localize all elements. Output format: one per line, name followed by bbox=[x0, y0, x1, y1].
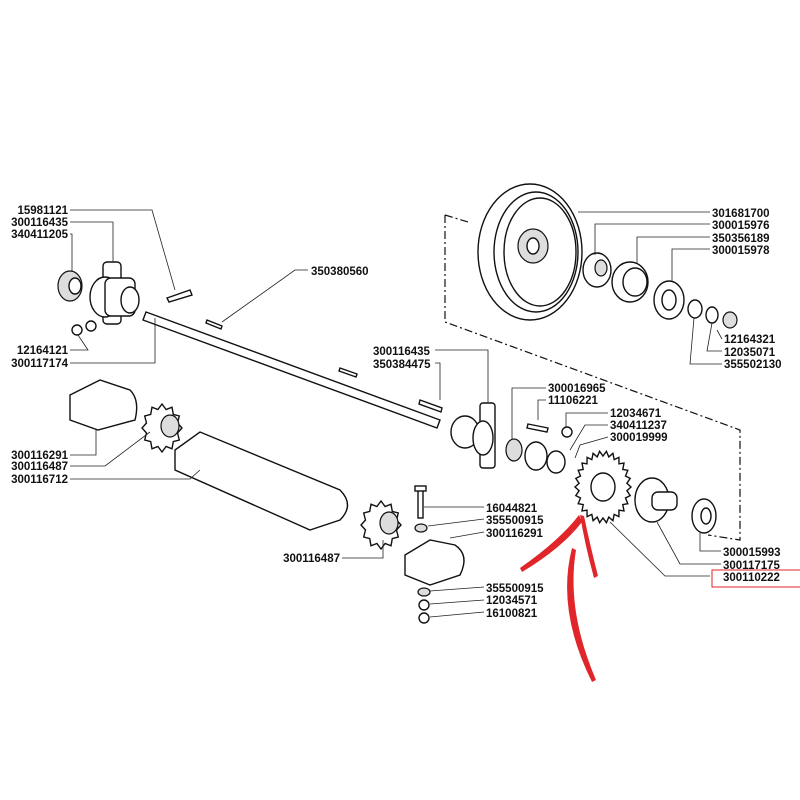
label-355500915-b[interactable]: 355500915 bbox=[486, 583, 544, 595]
red-arrow-annotation bbox=[520, 515, 598, 682]
label-15981121[interactable]: 15981121 bbox=[17, 205, 68, 217]
label-300015976[interactable]: 300015976 bbox=[712, 220, 770, 232]
label-300116487[interactable]: 300116487 bbox=[11, 461, 68, 473]
label-300116712[interactable]: 300116712 bbox=[11, 474, 68, 486]
label-340411205[interactable]: 340411205 bbox=[11, 229, 69, 241]
label-300116435[interactable]: 300116435 bbox=[11, 217, 69, 229]
label-300117174[interactable]: 300117174 bbox=[11, 358, 69, 370]
label-12034671[interactable]: 12034671 bbox=[610, 408, 662, 420]
part-labels: 15981121 300116435 340411205 12164121 30… bbox=[11, 205, 782, 620]
clutch-parts bbox=[582, 252, 738, 329]
small-sprockets bbox=[141, 402, 402, 551]
fasteners bbox=[414, 485, 431, 624]
label-300016965[interactable]: 300016965 bbox=[548, 383, 606, 395]
left-bearing-housing bbox=[57, 261, 193, 336]
label-16044821[interactable]: 16044821 bbox=[486, 503, 538, 515]
right-bearing-housing bbox=[450, 402, 573, 474]
label-300015993[interactable]: 300015993 bbox=[723, 547, 781, 559]
label-300116487-b[interactable]: 300116487 bbox=[283, 553, 340, 565]
label-355502130[interactable]: 355502130 bbox=[724, 359, 782, 371]
leader-lines bbox=[70, 209, 723, 618]
label-16100821[interactable]: 16100821 bbox=[486, 608, 538, 620]
chain-guides bbox=[69, 379, 465, 586]
label-12034571[interactable]: 12034571 bbox=[486, 595, 538, 607]
label-355500915[interactable]: 355500915 bbox=[486, 515, 544, 527]
assembly-boundary bbox=[444, 214, 741, 541]
label-11106221[interactable]: 11106221 bbox=[548, 395, 599, 407]
label-12164321[interactable]: 12164321 bbox=[724, 334, 776, 346]
label-300015978[interactable]: 300015978 bbox=[712, 245, 770, 257]
label-350356189[interactable]: 350356189 bbox=[712, 233, 770, 245]
pulley-301681700 bbox=[477, 183, 583, 321]
label-301681700[interactable]: 301681700 bbox=[712, 208, 770, 220]
label-12164121[interactable]: 12164121 bbox=[17, 345, 69, 357]
label-300019999[interactable]: 300019999 bbox=[610, 432, 668, 444]
highlight-box bbox=[711, 569, 800, 588]
label-350380560[interactable]: 350380560 bbox=[311, 266, 369, 278]
sprocket-300110222 bbox=[573, 449, 633, 525]
label-300117175[interactable]: 300117175 bbox=[723, 560, 781, 572]
hub-parts bbox=[634, 477, 717, 534]
label-300110222[interactable]: 300110222 bbox=[723, 572, 780, 584]
label-12035071[interactable]: 12035071 bbox=[724, 347, 776, 359]
label-300116291-b[interactable]: 300116291 bbox=[486, 528, 544, 540]
label-300116435-b[interactable]: 300116435 bbox=[373, 346, 431, 358]
main-shaft-300117174 bbox=[142, 311, 443, 429]
label-350384475[interactable]: 350384475 bbox=[373, 359, 431, 371]
label-340411237[interactable]: 340411237 bbox=[610, 420, 667, 432]
label-300116291[interactable]: 300116291 bbox=[11, 450, 69, 462]
